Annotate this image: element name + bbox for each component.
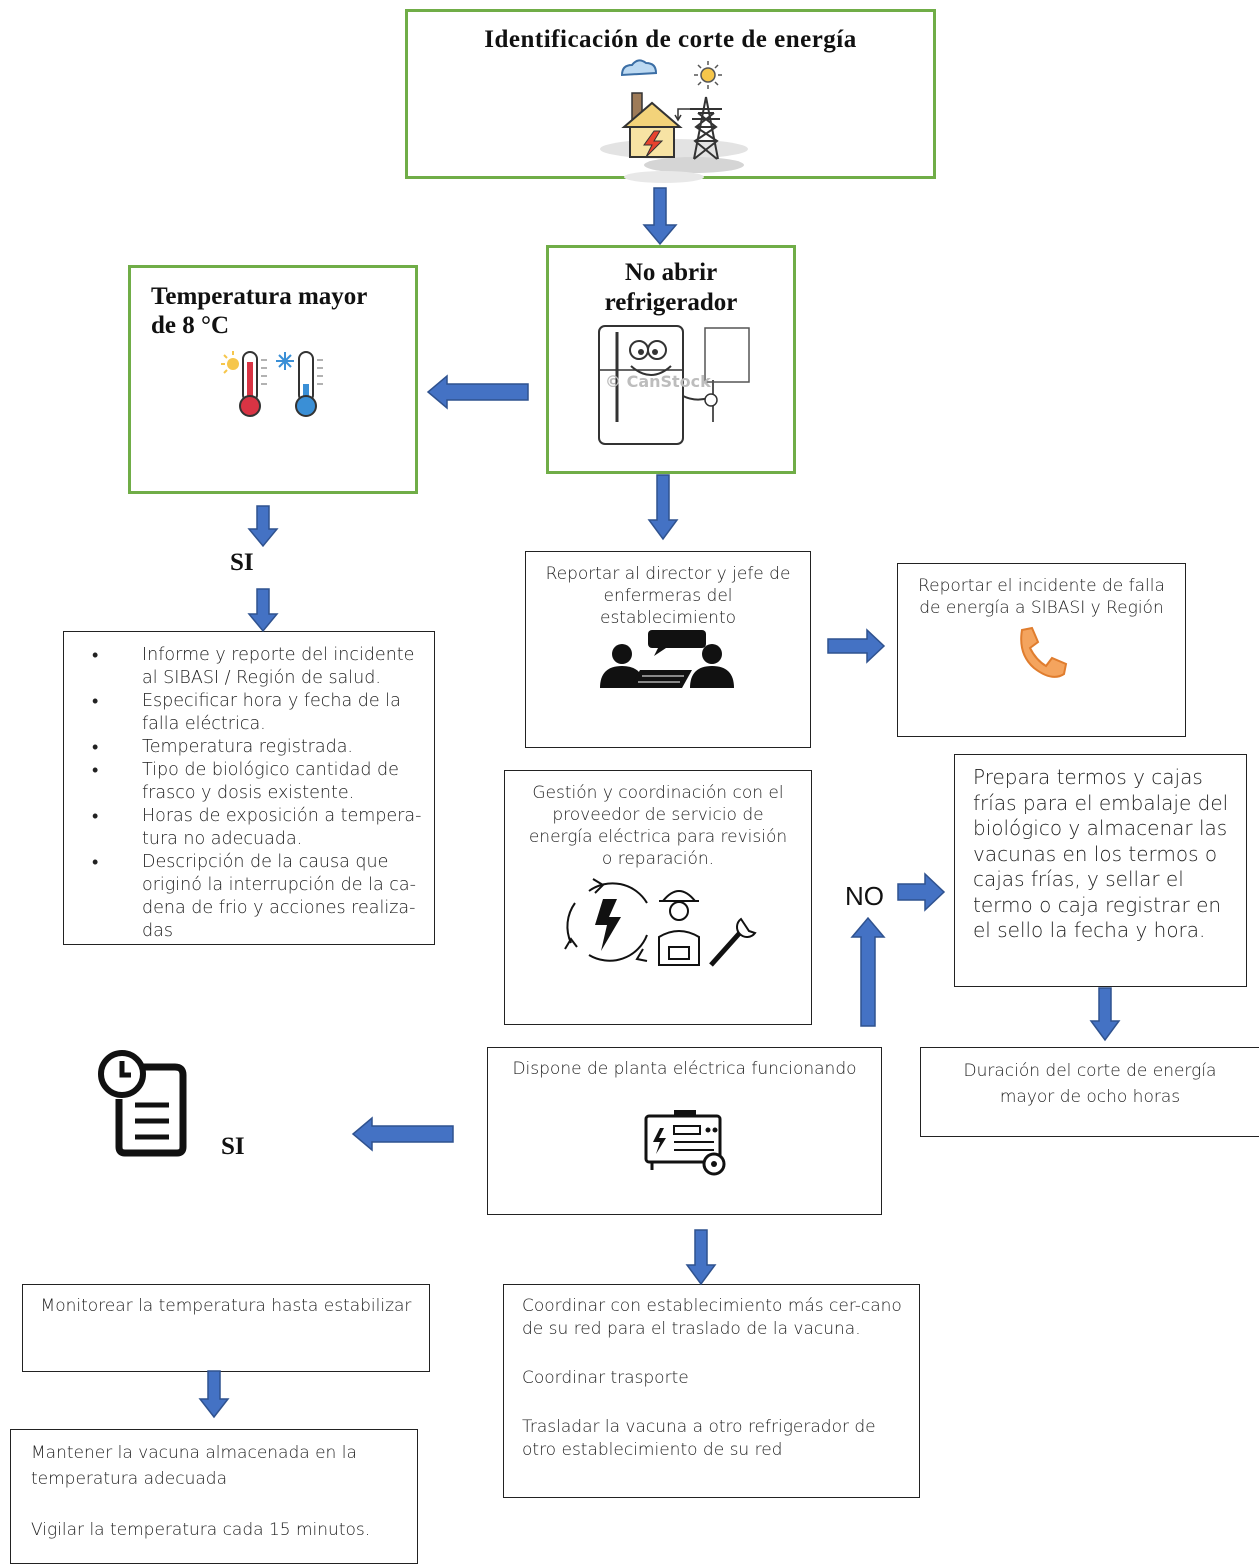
list-item: Tipo de biológico cantidad de frasco y d…: [92, 759, 434, 805]
node-report-sibasi: Reportar el incidente de falla de energí…: [897, 563, 1186, 737]
fridge-cartoon-icon: [598, 325, 750, 445]
node-power-outage: Identificación de corte de energía: [405, 9, 936, 183]
thermometers-icon: [221, 351, 323, 417]
arrow-up-1: [850, 916, 886, 1027]
node-power-outage-title: Identificación de corte de energía: [484, 26, 857, 53]
list-item: Horas de exposición a tempera-tura no ad…: [92, 805, 434, 851]
arrow-down-7: [198, 1370, 230, 1419]
arrow-down-5: [1089, 987, 1121, 1042]
node-no-open-fridge-title: No abrir refrigerador: [604, 259, 738, 316]
label-no: NO: [845, 881, 884, 911]
label-si-upper: SI: [230, 549, 254, 576]
arrow-down-1: [642, 187, 678, 246]
list-item: Temperatura registrada.: [92, 736, 434, 759]
arrow-left-1: [426, 374, 529, 410]
node-temp-high: Temperatura mayor de 8 °C: [128, 265, 418, 494]
arrow-right-2: [897, 872, 946, 912]
meeting-people-icon: [600, 630, 734, 688]
node-coordination-provider-text: Gestión y coordinación con el proveedor …: [528, 783, 788, 869]
list-item: Especificar hora y fecha de la falla elé…: [92, 690, 434, 736]
node-coordinate-transfer-p1: Coordinar con establecimiento más cer-ca…: [522, 1296, 902, 1339]
node-coordination-provider: Gestión y coordinación con el proveedor …: [504, 770, 812, 1025]
node-prepare-thermos-text: Prepara termos y cajas frías para el emb…: [973, 765, 1229, 942]
list-item: Descripción de la causa que originó la i…: [92, 851, 434, 943]
node-coordinate-transfer-p3: Trasladar la vacuna a otro refrigerador …: [522, 1417, 876, 1460]
label-si-lower: SI: [221, 1133, 245, 1160]
node-keep-vaccine-line1: Mantener la vacuna almacenada en la temp…: [31, 1443, 357, 1489]
node-report-director-text: Reportar al director y jefe de enfermera…: [545, 564, 791, 628]
node-keep-vaccine-line2: Vigilar la temperatura cada 15 minutos.: [31, 1520, 371, 1540]
node-duration: Duración del corte de energía mayor de o…: [920, 1047, 1259, 1137]
node-incident-report: Informe y reporte del incidente al SIBAS…: [63, 631, 435, 945]
node-temp-high-title: Temperatura mayor de 8 °C: [151, 283, 367, 339]
arrow-down-3: [247, 505, 279, 548]
fridge-watermark: © CanStock: [605, 372, 711, 391]
node-duration-text: Duración del corte de energía mayor de o…: [963, 1061, 1217, 1107]
arrow-right-1: [827, 628, 886, 664]
node-generator-text: Dispone de planta eléctrica funcionando: [512, 1059, 857, 1079]
node-coordinate-transfer-p2: Coordinar trasporte: [522, 1368, 689, 1388]
arrow-down-2: [647, 474, 679, 541]
node-generator: Dispone de planta eléctrica funcionando: [487, 1047, 882, 1215]
power-plant-tower-icon: [600, 59, 748, 183]
node-keep-vaccine: Mantener la vacuna almacenada en la temp…: [10, 1429, 418, 1564]
node-monitor-text: Monitorear la temperatura hasta estabili…: [40, 1296, 412, 1316]
generator-icon: [644, 1110, 726, 1176]
phone-icon: [1020, 626, 1068, 678]
node-no-open-fridge: No abrir refrigerador © CanStock: [546, 245, 796, 474]
repair-technician-icon: [564, 878, 757, 967]
arrow-left-2: [351, 1116, 454, 1152]
incident-report-list: Informe y reporte del incidente al SIBAS…: [64, 644, 434, 943]
node-report-sibasi-text: Reportar el incidente de falla de energí…: [918, 576, 1165, 618]
clock-checklist-icon: [98, 1050, 187, 1157]
arrow-down-4: [247, 588, 279, 633]
arrow-down-6: [685, 1229, 717, 1286]
node-report-director: Reportar al director y jefe de enfermera…: [525, 551, 811, 748]
node-monitor: Monitorear la temperatura hasta estabili…: [22, 1284, 430, 1372]
node-coordinate-transfer: Coordinar con establecimiento más cer-ca…: [503, 1284, 920, 1498]
node-prepare-thermos: Prepara termos y cajas frías para el emb…: [954, 754, 1247, 987]
list-item: Informe y reporte del incidente al SIBAS…: [92, 644, 434, 690]
